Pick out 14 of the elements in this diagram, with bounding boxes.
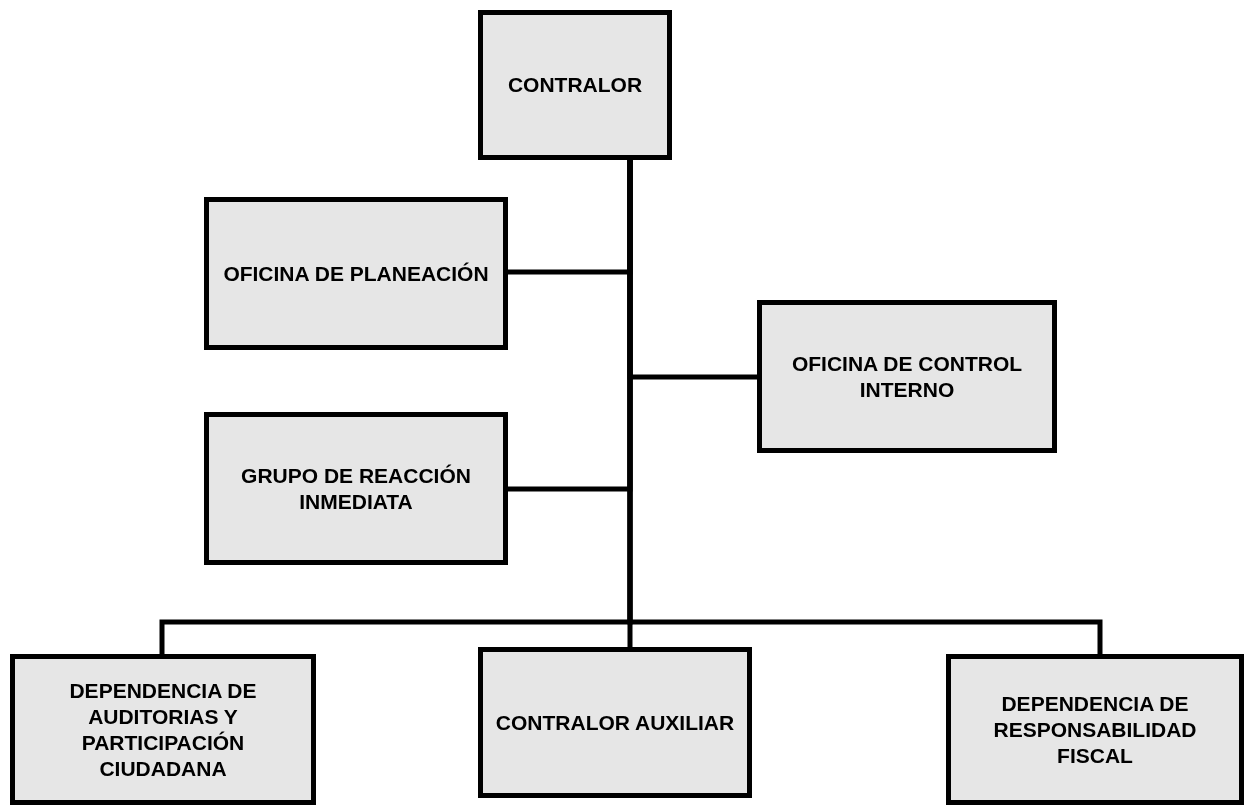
org-box bbox=[478, 10, 672, 160]
box-label: GRUPO DE REACCIÓN INMEDIATA bbox=[240, 462, 472, 515]
box-label: CONTRALOR bbox=[507, 72, 643, 98]
box-label: DEPENDENCIA DE AUDITORIAS Y PARTICIPACIÓN CIUDADANA bbox=[68, 677, 258, 782]
box-label: OFICINA DE PLANEACIÓN bbox=[223, 260, 489, 287]
box-label: DEPENDENCIA DE RESPONSABILIDAD FISCAL bbox=[992, 690, 1198, 769]
box-label: OFICINA DE CONTROL INTERNO bbox=[790, 350, 1024, 403]
org-box bbox=[946, 654, 1244, 805]
org-box bbox=[10, 654, 316, 805]
org-box bbox=[478, 647, 752, 798]
org-box bbox=[757, 300, 1057, 453]
box-label: CONTRALOR AUXILIAR bbox=[495, 709, 735, 736]
org-box bbox=[204, 412, 508, 565]
org-box bbox=[204, 197, 508, 350]
